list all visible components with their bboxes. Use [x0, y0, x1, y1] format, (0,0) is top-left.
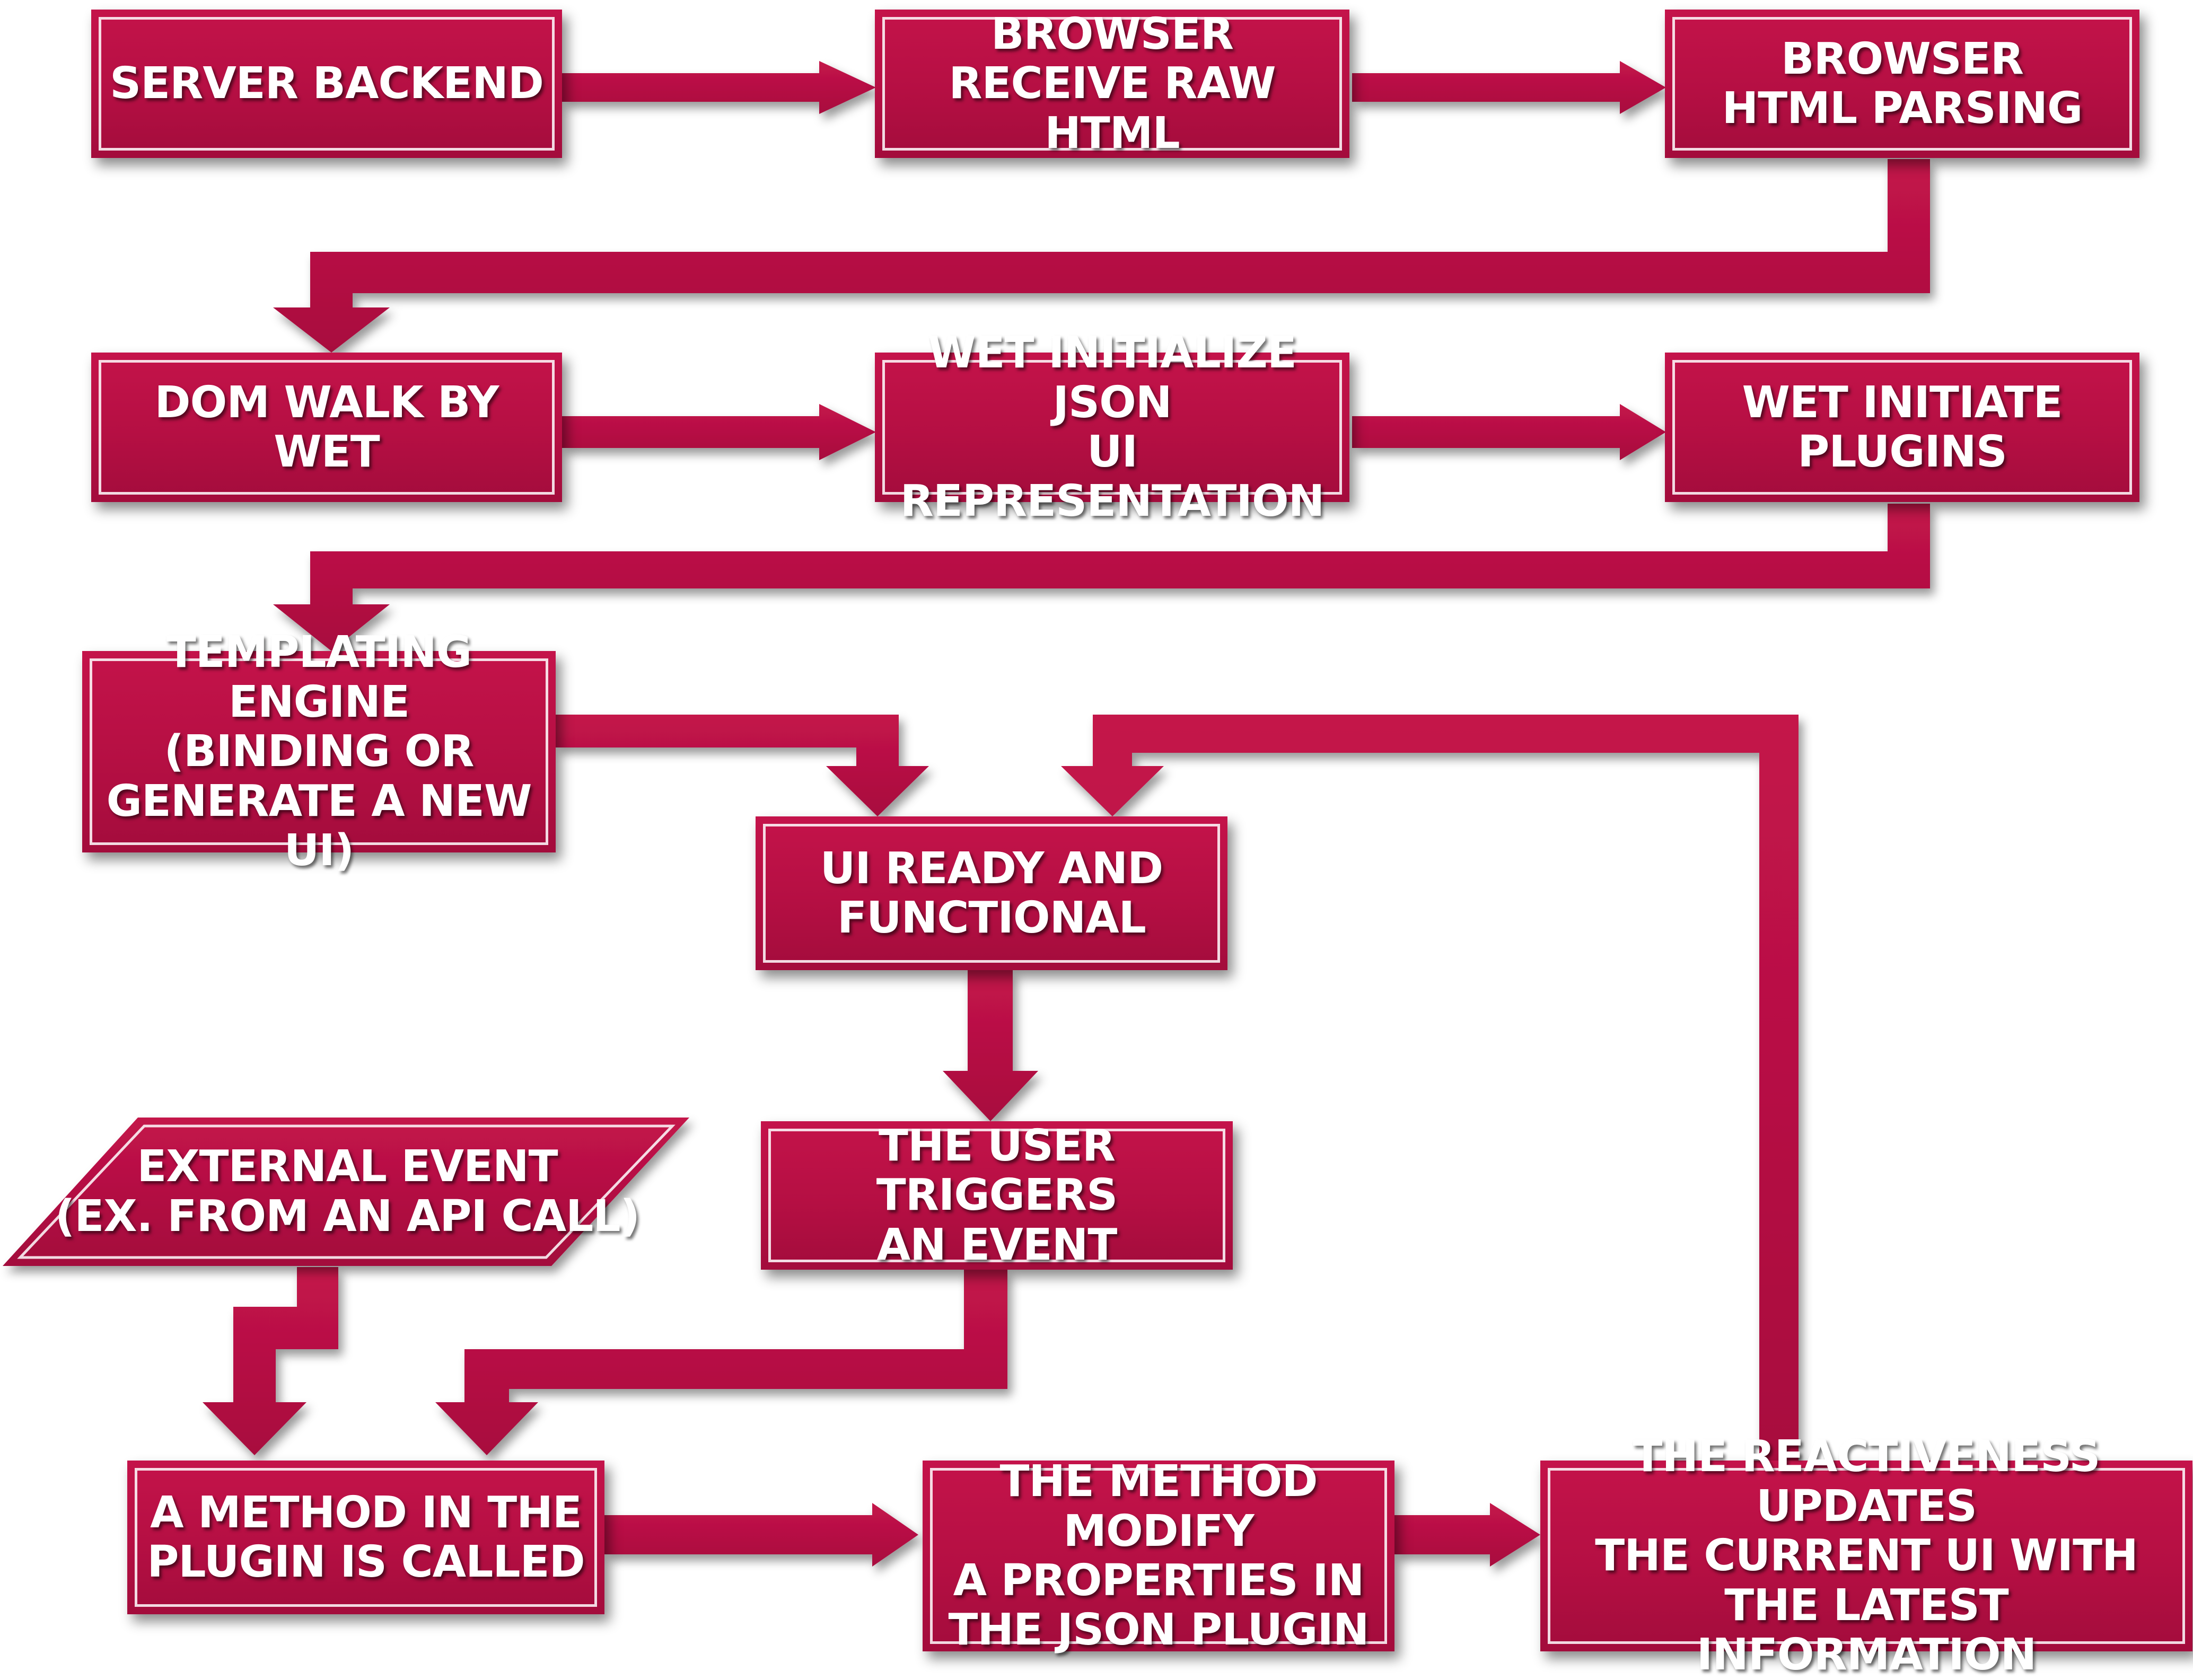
- external-event-node: EXTERNAL EVENT (EX. FROM AN API CALL): [0, 1113, 695, 1270]
- arrow-user-triggers-to-method: [435, 1270, 1007, 1455]
- ui-ready-node: UI READY AND FUNCTIONAL: [756, 816, 1227, 970]
- arrow-external-to-method: [203, 1267, 338, 1455]
- browser-receive-label: BROWSER RECEIVE RAW HTML: [949, 8, 1276, 159]
- method-called-node: A METHOD IN THE PLUGIN IS CALLED: [127, 1461, 604, 1614]
- external-event-label: EXTERNAL EVENT (EX. FROM AN API CALL): [55, 1141, 640, 1242]
- wet-init-json-label: WET INITIALIZE JSON UI REPRESENTATION: [900, 328, 1325, 527]
- arrow-receive-to-parsing: [1352, 61, 1666, 114]
- dom-walk-label: DOM WALK BY WET: [154, 377, 499, 477]
- dom-walk-node: DOM WALK BY WET: [91, 353, 562, 502]
- server-backend-label: SERVER BACKEND: [110, 58, 544, 109]
- arrow-method-to-modify: [604, 1503, 918, 1567]
- method-modify-label: THE METHOD MODIFY A PROPERTIES IN THE JS…: [948, 1456, 1369, 1656]
- arrow-plugins-to-templating: [273, 504, 1930, 651]
- arrow-server-to-receive: [562, 61, 876, 114]
- arrow-templating-to-ui-ready: [556, 715, 929, 816]
- wet-plugins-node: WET INITIATE PLUGINS: [1665, 353, 2139, 502]
- server-backend-node: SERVER BACKEND: [91, 10, 562, 158]
- browser-receive-node: BROWSER RECEIVE RAW HTML: [875, 10, 1349, 158]
- browser-parsing-node: BROWSER HTML PARSING: [1665, 10, 2139, 158]
- arrow-modify-to-reactiveness: [1394, 1503, 1540, 1567]
- arrow-dom-walk-to-json: [562, 404, 876, 460]
- user-triggers-node: THE USER TRIGGERS AN EVENT: [761, 1121, 1233, 1270]
- browser-parsing-label: BROWSER HTML PARSING: [1722, 33, 2083, 134]
- ui-ready-label: UI READY AND FUNCTIONAL: [820, 843, 1163, 943]
- arrow-parsing-to-dom-walk: [273, 159, 1930, 353]
- arrow-ui-ready-to-user-triggers: [943, 970, 1038, 1121]
- wet-init-json-node: WET INITIALIZE JSON UI REPRESENTATION: [875, 328, 1349, 527]
- templating-engine-label: TEMPLATING ENGINE (BINDING OR GENERATE A…: [106, 627, 532, 876]
- arrow-reactiveness-to-ui-ready: [1061, 715, 1799, 1463]
- external-event-shape: [3, 1118, 689, 1266]
- method-called-label: A METHOD IN THE PLUGIN IS CALLED: [147, 1487, 585, 1587]
- templating-engine-node: TEMPLATING ENGINE (BINDING OR GENERATE A…: [82, 627, 556, 876]
- wet-plugins-label: WET INITIATE PLUGINS: [1742, 377, 2063, 477]
- reactiveness-label: THE REACTIVENESS UPDATES THE CURRENT UI …: [1595, 1431, 2138, 1680]
- arrow-json-to-plugins: [1352, 404, 1666, 460]
- user-triggers-label: THE USER TRIGGERS AN EVENT: [876, 1120, 1118, 1270]
- reactiveness-node: THE REACTIVENESS UPDATES THE CURRENT UI …: [1540, 1431, 2192, 1680]
- method-modify-node: THE METHOD MODIFY A PROPERTIES IN THE JS…: [923, 1456, 1394, 1656]
